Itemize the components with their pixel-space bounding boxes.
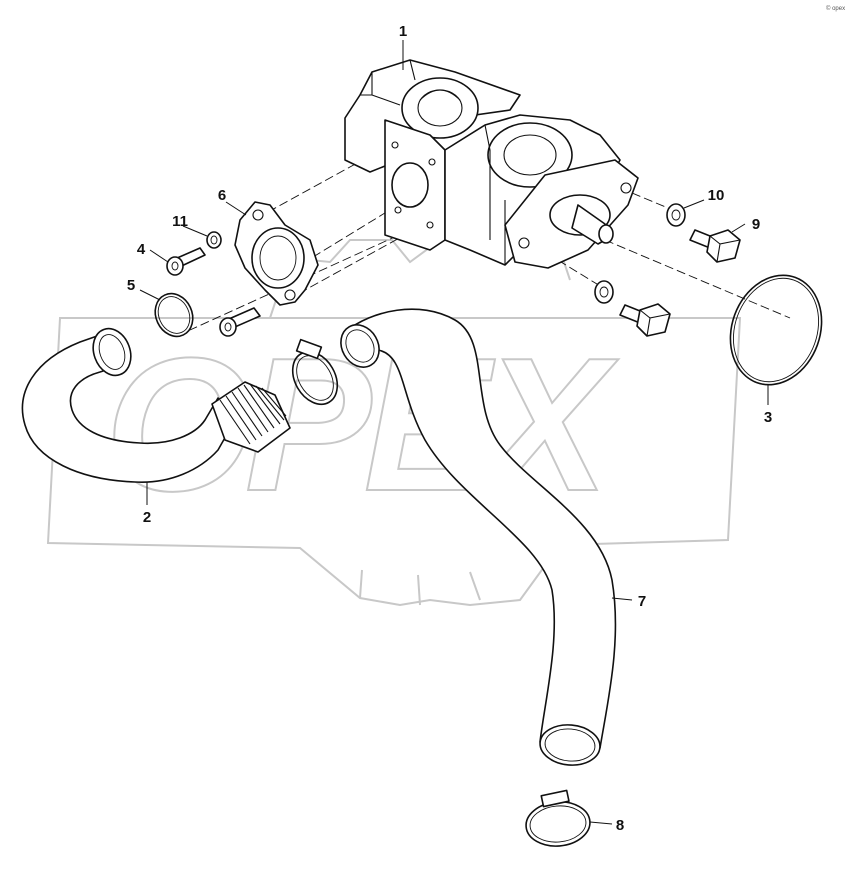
hose-clamp-8 — [525, 789, 591, 847]
o-ring-5 — [154, 292, 194, 338]
watermark: OPEX — [46, 239, 742, 607]
washer-lower — [594, 280, 614, 304]
watermark-gear — [46, 317, 742, 607]
callout-8: 8 — [616, 817, 624, 834]
corner-mark: © opex — [826, 5, 845, 12]
washer-10 — [666, 203, 686, 227]
socket-bolt-upper — [166, 247, 206, 276]
hose-clamp-upper — [291, 338, 339, 406]
elbow-pipe — [21, 327, 291, 483]
leader-lines — [139, 40, 769, 825]
hex-bolt-9 — [689, 229, 741, 263]
callouts: 1 2 3 4 5 6 7 8 9 10 11 — [127, 23, 772, 834]
socket-bolt-lower — [219, 307, 261, 337]
callout-10: 10 — [708, 187, 725, 204]
o-ring-3 — [729, 274, 823, 386]
callout-1: 1 — [399, 23, 407, 40]
callout-11: 11 — [172, 213, 188, 230]
washer-11 — [206, 231, 222, 249]
callout-7: 7 — [638, 593, 646, 610]
callout-4: 4 — [137, 241, 146, 258]
flange-plate — [234, 201, 319, 306]
callout-9: 9 — [752, 216, 760, 233]
hex-bolt-lower — [619, 303, 671, 337]
callout-2: 2 — [143, 509, 151, 526]
hydraulic-pump — [344, 59, 639, 269]
callout-6: 6 — [218, 187, 226, 204]
callout-3: 3 — [764, 409, 772, 426]
callout-5: 5 — [127, 277, 135, 294]
suction-hose — [340, 308, 617, 766]
